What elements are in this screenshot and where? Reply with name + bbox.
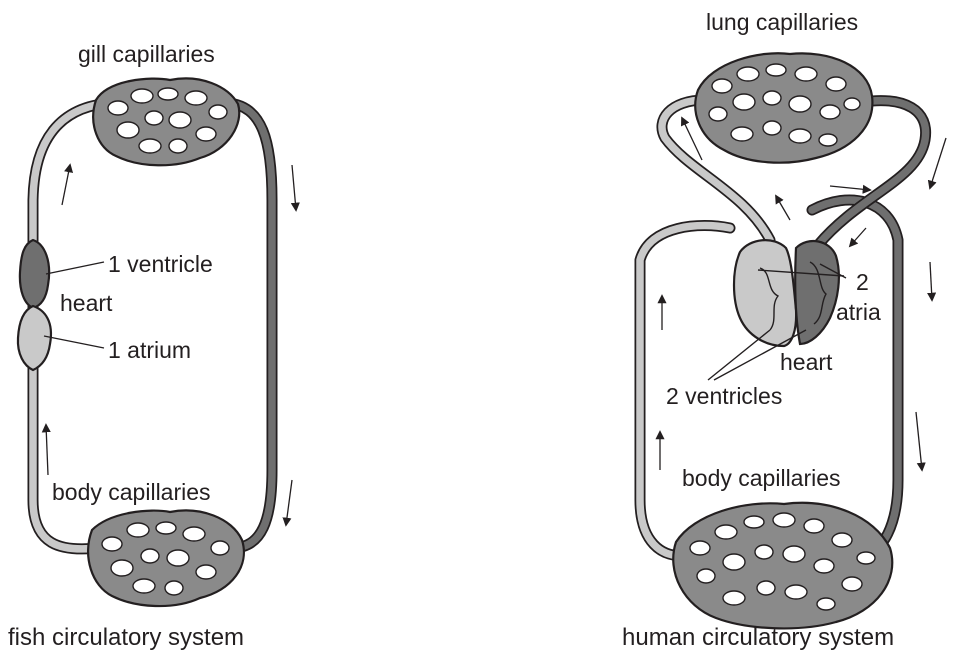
lung-capillaries (695, 53, 872, 162)
atrium-leader (44, 336, 104, 348)
fish-body-capillaries-label: body capillaries (52, 479, 211, 505)
human-diagram: lung capillaries 2 atria heart 2 ventric… (622, 9, 946, 651)
atrium-label: 1 atrium (108, 337, 191, 363)
human-body-capillaries-label: body capillaries (682, 465, 841, 491)
ventricle-leader (46, 262, 104, 274)
lung-capillaries-label: lung capillaries (706, 9, 858, 35)
human-heart-label: heart (780, 349, 833, 375)
fish-body-capillaries (88, 510, 244, 606)
atria-label: atria (836, 299, 881, 325)
human-body-capillaries (673, 503, 892, 629)
fish-caption: fish circulatory system (8, 624, 244, 651)
human-heart (734, 240, 839, 346)
fish-oxygen-poor-vessel (228, 103, 272, 548)
human-caption: human circulatory system (622, 624, 894, 651)
fish-diagram: gill capillaries 1 ventricle heart 1 atr… (8, 41, 296, 651)
ventricles-label: 2 ventricles (666, 383, 782, 409)
gill-capillaries-label: gill capillaries (78, 41, 215, 67)
fish-heart (18, 240, 51, 370)
fish-heart-label: heart (60, 290, 113, 316)
gill-capillaries (93, 78, 239, 165)
atria-number-label: 2 (856, 269, 869, 295)
ventricle-label: 1 ventricle (108, 251, 213, 277)
